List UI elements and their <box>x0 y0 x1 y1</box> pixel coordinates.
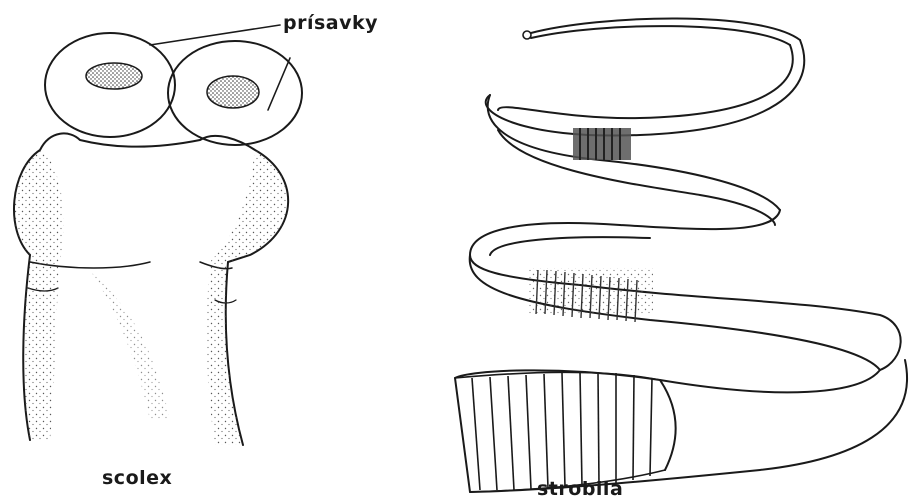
label-strobila: strobila <box>537 478 623 500</box>
scolex-shading <box>14 150 64 440</box>
strobila-loop1-inner <box>498 45 793 118</box>
strobila-loop3-lower <box>470 360 907 492</box>
strobila-loop1-outer <box>486 40 805 136</box>
strobila-thin-lower <box>531 26 790 45</box>
strobila-band1-bottom <box>498 130 775 225</box>
strobila-segments-mid <box>528 268 653 322</box>
sucker-left-opening <box>86 63 142 89</box>
strobila-segments-wide <box>455 372 665 492</box>
strobila-thin-upper <box>531 18 800 40</box>
strobila-loop2-inner <box>490 237 650 255</box>
suckers-leader-line <box>268 58 290 110</box>
scolex-shading-right <box>207 150 288 445</box>
strobila-band1-turn <box>620 210 780 229</box>
strobila-wide-mid <box>660 380 676 470</box>
suckers-leader-line <box>150 25 280 45</box>
strobila-wide-left <box>455 378 470 492</box>
label-scolex: scolex <box>102 467 172 489</box>
sucker-right-opening <box>207 76 259 108</box>
strobila-drawing <box>455 18 907 492</box>
strobila-band1-top <box>488 95 780 210</box>
strobila-head-end <box>523 31 531 39</box>
strobila-segments-dark <box>573 128 631 160</box>
label-suckers: prísavky <box>283 12 378 34</box>
scolex-shading-center <box>90 270 170 420</box>
